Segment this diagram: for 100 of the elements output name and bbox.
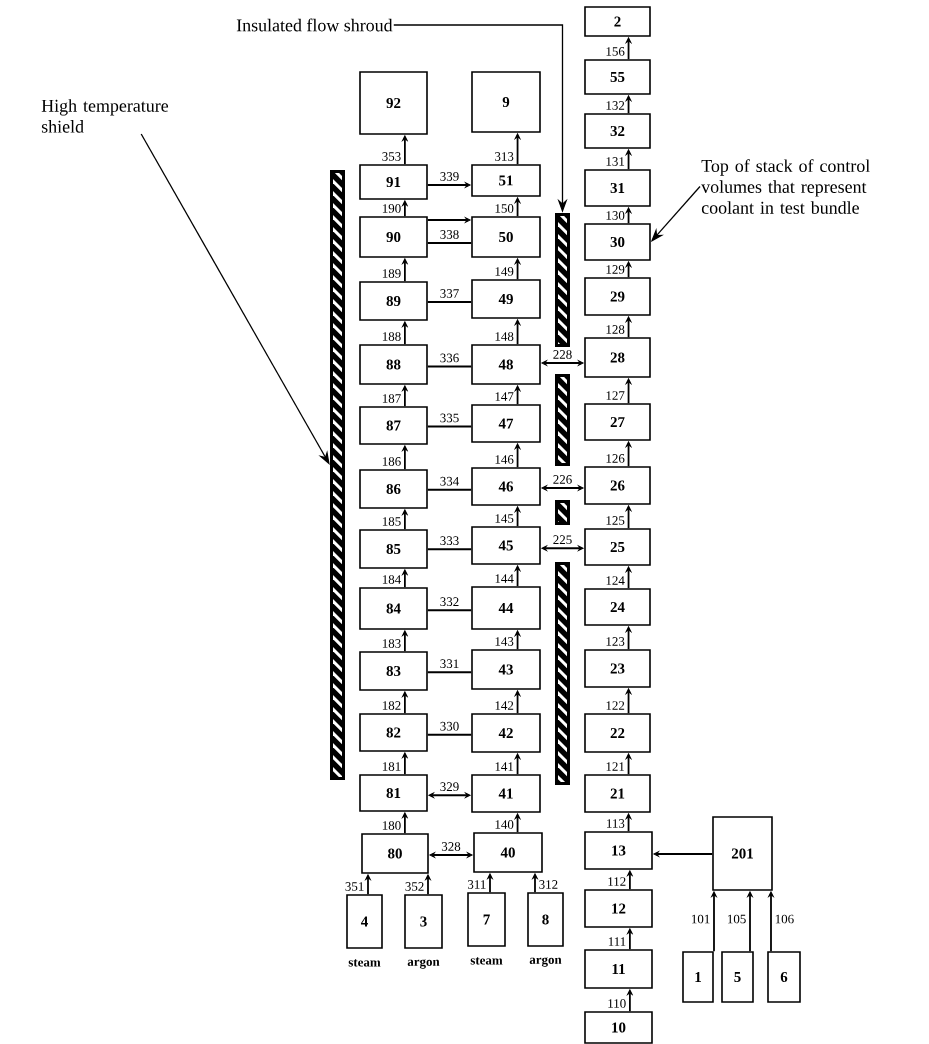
gas-label: argon — [529, 957, 562, 967]
volume-box: 2 — [584, 6, 651, 37]
connector-line — [426, 733, 473, 736]
volume-box: 46 — [471, 467, 541, 506]
volume-box: 21 — [584, 774, 651, 813]
hatched-bar — [555, 374, 570, 466]
annotation-text: Top of stack of control volumes that represent coolant in test bundle — [701, 159, 870, 214]
volume-box: 92 — [359, 71, 428, 135]
volume-box: 49 — [471, 279, 541, 319]
volume-box: 85 — [359, 529, 428, 569]
edge-label: 331 — [440, 659, 459, 669]
edge-label: 189 — [382, 269, 401, 278]
volume-box: 32 — [584, 113, 651, 149]
connector-line — [426, 425, 473, 428]
edge-label: 140 — [495, 820, 514, 829]
edge-label: 181 — [382, 762, 401, 771]
volume-box: 3 — [404, 894, 443, 949]
edge-label: 188 — [382, 332, 401, 341]
volume-box: 8 — [527, 892, 564, 947]
edge-label: 149 — [495, 267, 514, 276]
edge-label: 338 — [440, 230, 459, 239]
edge-label: 101 — [692, 914, 710, 924]
volume-box: 11 — [584, 949, 653, 989]
volume-box: 40 — [473, 832, 543, 873]
gas-label: steam — [470, 957, 503, 965]
volume-box: 86 — [359, 469, 428, 509]
edge-label: 337 — [440, 289, 459, 298]
volume-box: 6 — [767, 951, 801, 1003]
edge-label: 332 — [440, 597, 459, 607]
edge-label: 144 — [495, 574, 514, 583]
volume-box: 5 — [721, 951, 754, 1003]
volume-box: 91 — [359, 164, 428, 200]
volume-box: 82 — [359, 713, 428, 752]
edge-label: 180 — [382, 821, 401, 830]
gas-label: argon — [407, 959, 440, 969]
edge-label: 333 — [440, 536, 459, 546]
hatched-bar — [555, 500, 570, 525]
edge-label: 311 — [468, 880, 486, 889]
edge-label: 184 — [382, 575, 401, 584]
volume-box: 84 — [359, 587, 428, 630]
connector-line — [426, 365, 473, 368]
volume-box: 13 — [584, 831, 653, 870]
edge-label: 328 — [441, 842, 461, 851]
edge-label: 123 — [606, 637, 625, 646]
edge-label: 121 — [606, 762, 625, 771]
edge-label: 352 — [405, 882, 424, 891]
volume-box: 89 — [359, 281, 428, 321]
connector-line — [426, 488, 473, 491]
connector-line — [426, 242, 473, 244]
connector-line — [426, 548, 473, 551]
edge-label: 145 — [495, 514, 514, 523]
edge-label: 147 — [495, 392, 514, 401]
edge-label: 186 — [382, 457, 401, 466]
edge-label: 187 — [382, 394, 401, 403]
volume-box: 201 — [712, 816, 773, 891]
volume-box: 81 — [359, 774, 428, 812]
volume-box: 1 — [682, 951, 714, 1003]
volume-box: 88 — [359, 344, 428, 385]
volume-box: 44 — [471, 586, 541, 630]
volume-box: 22 — [584, 713, 651, 753]
edge-label: 143 — [495, 637, 514, 646]
edge-label: 105 — [728, 914, 746, 924]
volume-box: 4 — [346, 894, 383, 949]
edge-label: 330 — [440, 721, 459, 731]
edge-label: 225 — [553, 535, 572, 545]
annotation-text: Insulated flow shroud — [236, 18, 393, 32]
edge-label: 132 — [606, 101, 625, 110]
edge-label: 156 — [606, 47, 625, 56]
volume-box: 90 — [359, 216, 428, 258]
edge-label: 127 — [606, 391, 625, 400]
edge-label: 190 — [382, 204, 401, 213]
edge-label: 150 — [495, 204, 514, 213]
volume-box: 48 — [471, 344, 541, 385]
edge-label: 334 — [440, 476, 459, 486]
volume-box: 41 — [471, 774, 541, 813]
edge-label: 351 — [345, 882, 364, 891]
edge-label: 110 — [608, 999, 626, 1008]
edge-label: 141 — [495, 762, 514, 771]
volume-box: 50 — [471, 216, 541, 258]
edge-label: 112 — [608, 877, 626, 886]
volume-box: 25 — [584, 528, 651, 566]
volume-box: 29 — [584, 277, 651, 316]
volume-box: 27 — [584, 403, 651, 441]
volume-box: 45 — [471, 526, 541, 565]
edge-label: 124 — [606, 576, 625, 585]
volume-box: 55 — [584, 59, 651, 95]
edge-label: 130 — [606, 211, 625, 220]
edge-label: 111 — [608, 937, 626, 946]
edge-label: 329 — [440, 782, 459, 792]
volume-box: 26 — [584, 466, 651, 505]
edge-label: 148 — [495, 332, 514, 341]
edge-label: 183 — [382, 639, 401, 648]
volume-box: 10 — [584, 1011, 653, 1044]
edge-label: 125 — [606, 516, 625, 525]
edge-label: 313 — [495, 152, 514, 161]
volume-box: 43 — [471, 649, 541, 690]
edge-label: 128 — [606, 325, 625, 334]
edge-label: 126 — [606, 454, 625, 463]
edge-label: 113 — [607, 819, 625, 828]
edge-label: 228 — [553, 350, 572, 359]
